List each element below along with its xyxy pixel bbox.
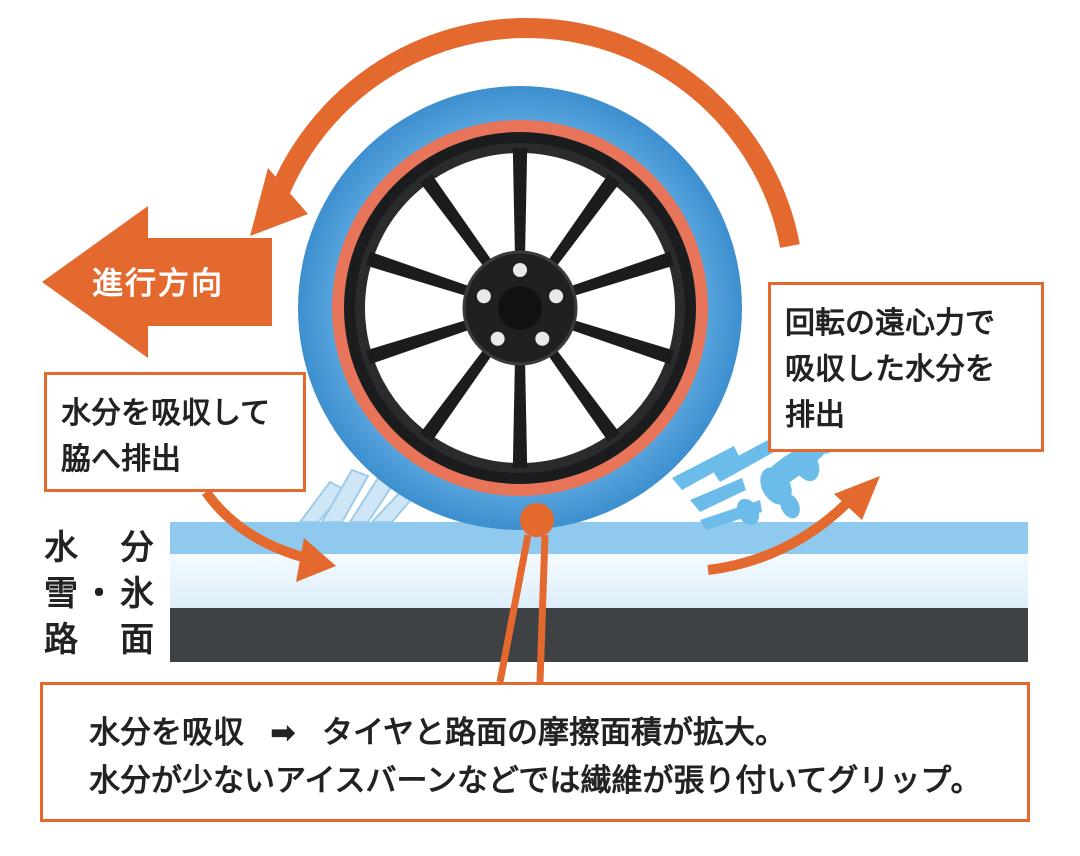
snow-ice-layer xyxy=(170,554,1028,608)
road-surface-layer xyxy=(170,608,1028,662)
direction-label: 進行方向 xyxy=(92,266,224,302)
rotation-arc-arrow xyxy=(265,18,800,248)
left-callout-line2: 脇へ排出 xyxy=(61,442,181,477)
layer-label-road: 路面 xyxy=(44,620,154,660)
right-arrow-icon: ➡ xyxy=(270,715,296,751)
wheel-spoke xyxy=(545,174,620,271)
left-flow-arrow xyxy=(201,489,308,563)
layer-label-snow-ice: 雪・氷 xyxy=(44,574,154,614)
wheel-spoke xyxy=(565,251,675,298)
lug-nuts xyxy=(476,263,564,346)
right-callout-line1: 回転の遠心力で xyxy=(785,306,995,341)
left-flow-arrowhead xyxy=(296,538,336,582)
lug-nut xyxy=(476,289,491,304)
left-callout-line1: 水分を吸収して xyxy=(61,396,271,431)
lug-nut xyxy=(549,289,564,304)
rotation-arrowhead xyxy=(250,168,308,236)
left-callout-box: 水分を吸収して 脇へ排出 xyxy=(44,372,306,492)
wheel-spoke xyxy=(365,318,475,365)
contact-point-dot xyxy=(520,503,554,537)
right-flow-arrow xyxy=(707,496,854,575)
lug-nut xyxy=(535,331,550,346)
right-callout-line2: 吸収した水分を xyxy=(785,352,995,387)
lug-nut xyxy=(490,331,505,346)
wheel-with-tire-sock xyxy=(298,86,742,537)
layer-label-water: 水分 xyxy=(44,528,154,568)
water-layer xyxy=(170,522,1028,554)
wheel-spoke xyxy=(565,318,675,365)
right-callout-box: 回転の遠心力で 吸収した水分を 排出 xyxy=(768,282,1044,452)
wheel-spokes xyxy=(365,148,675,468)
lug-nut xyxy=(513,263,527,277)
direction-arrow xyxy=(42,206,272,358)
bottom-explanation-box: 水分を吸収➡タイヤと路面の摩擦面積が拡大。 水分が少ないアイスバーンなどでは繊維… xyxy=(40,682,1030,822)
wheel-spoke xyxy=(420,174,495,271)
wheel-spoke xyxy=(545,345,620,442)
right-callout-line3: 排出 xyxy=(785,398,845,433)
bottom-line2: 水分が少ないアイスバーンなどでは繊維が張り付いてグリップ。 xyxy=(89,763,982,799)
wheel-spoke xyxy=(365,251,475,298)
right-flow-arrowhead xyxy=(834,476,880,520)
wheel-spoke xyxy=(512,357,528,468)
wheel-spoke xyxy=(420,345,495,442)
bottom-line1: 水分を吸収➡タイヤと路面の摩擦面積が拡大。 xyxy=(89,715,787,751)
wheel-spoke xyxy=(512,148,528,259)
left-splash xyxy=(298,468,416,523)
leader-line xyxy=(496,534,549,683)
